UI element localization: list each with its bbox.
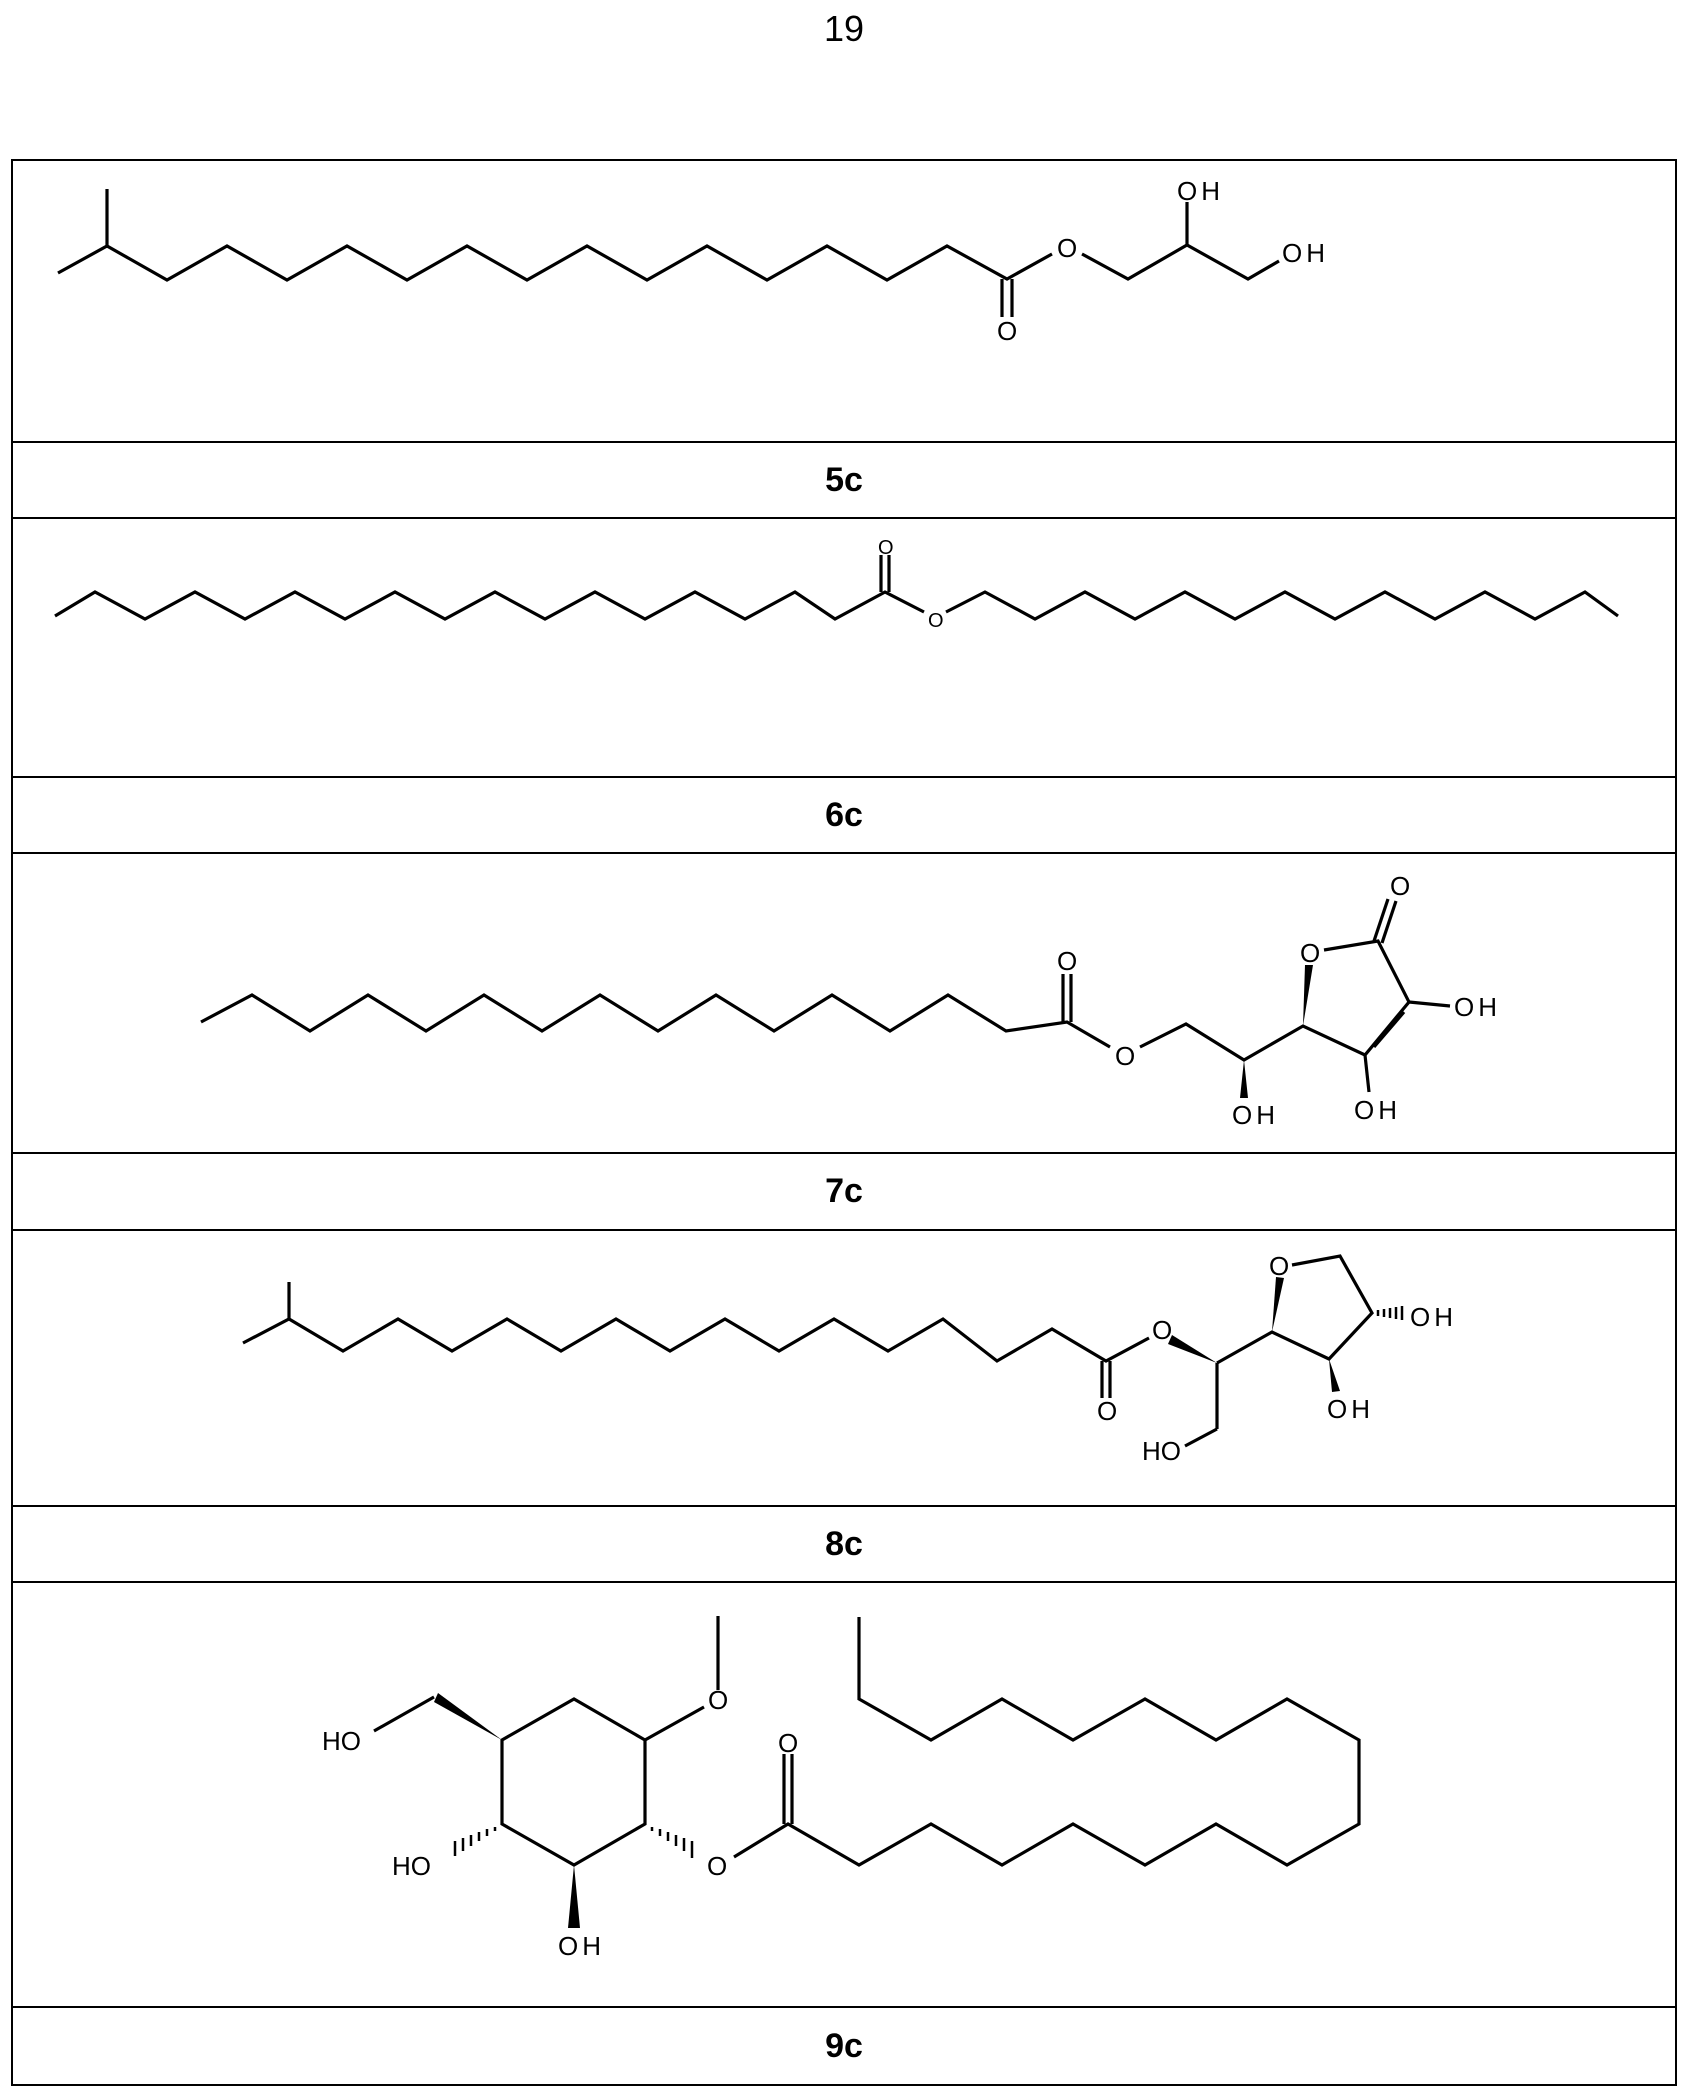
atom-label-ester-o: O xyxy=(1115,1041,1135,1071)
compound-table: O O OH OH 5c O O 6c xyxy=(11,159,1677,2086)
atom-label-oh: OH xyxy=(1354,1095,1401,1125)
atom-label-ho: HO xyxy=(322,1726,361,1756)
structure-cell-7c: O O O O OH OH OH xyxy=(13,854,1675,1154)
atom-label-ester-o: O xyxy=(1152,1315,1172,1345)
atom-label-oh: OH xyxy=(1410,1302,1457,1332)
atom-label-carbonyl-o: O xyxy=(1097,1396,1117,1426)
atom-label-oh: OH xyxy=(558,1931,605,1961)
page-number: 19 xyxy=(823,8,865,49)
atom-label-oh: OH xyxy=(1454,992,1501,1022)
atom-label-oh: OH xyxy=(1177,176,1224,206)
atom-label-ester-o: O xyxy=(1057,233,1077,263)
chemical-structure-7c: O O O O OH OH OH xyxy=(200,871,1501,1130)
atom-label-oh: OH xyxy=(1232,1100,1279,1130)
atom-label-lactone-o: O xyxy=(1390,871,1410,901)
atom-label-ome-o: O xyxy=(708,1685,728,1715)
atom-label-ring-o: O xyxy=(1269,1251,1289,1281)
atom-label-ho: HO xyxy=(392,1851,431,1881)
structure-cell-5c: O O OH OH xyxy=(13,161,1675,443)
chemical-structure-8c: O O O OH OH HO xyxy=(242,1251,1457,1466)
atom-label-carbonyl-o: O xyxy=(997,316,1017,346)
chemical-structure-5c: O O OH OH xyxy=(57,176,1329,346)
atom-label-ester-o: O xyxy=(928,610,944,632)
atom-label-ring-o: O xyxy=(1300,938,1320,968)
compound-label-5c: 5c xyxy=(13,443,1675,519)
compound-label-7c: 7c xyxy=(13,1154,1675,1231)
atom-label-ho: HO xyxy=(1142,1436,1181,1466)
atom-label-carbonyl-o: O xyxy=(878,537,894,559)
atom-label-carbonyl-o: O xyxy=(1057,946,1077,976)
structure-cell-8c: O O O OH OH HO xyxy=(13,1231,1675,1507)
chemical-structure-6c: O O xyxy=(54,537,1619,632)
atom-label-ester-o: O xyxy=(707,1851,727,1881)
compound-label-8c: 8c xyxy=(13,1507,1675,1583)
atom-label-carbonyl-o: O xyxy=(778,1728,798,1758)
compound-label-9c: 9c xyxy=(825,2026,863,2065)
compound-label-6c: 6c xyxy=(13,778,1675,854)
atom-label-oh: OH xyxy=(1327,1394,1374,1424)
atom-label-oh: OH xyxy=(1282,238,1329,268)
chemical-structure-9c: HO O HO OH O O xyxy=(322,1616,1361,1961)
structure-cell-9c: HO O HO OH O O xyxy=(13,1583,1675,2008)
structure-cell-6c: O O xyxy=(13,519,1675,778)
